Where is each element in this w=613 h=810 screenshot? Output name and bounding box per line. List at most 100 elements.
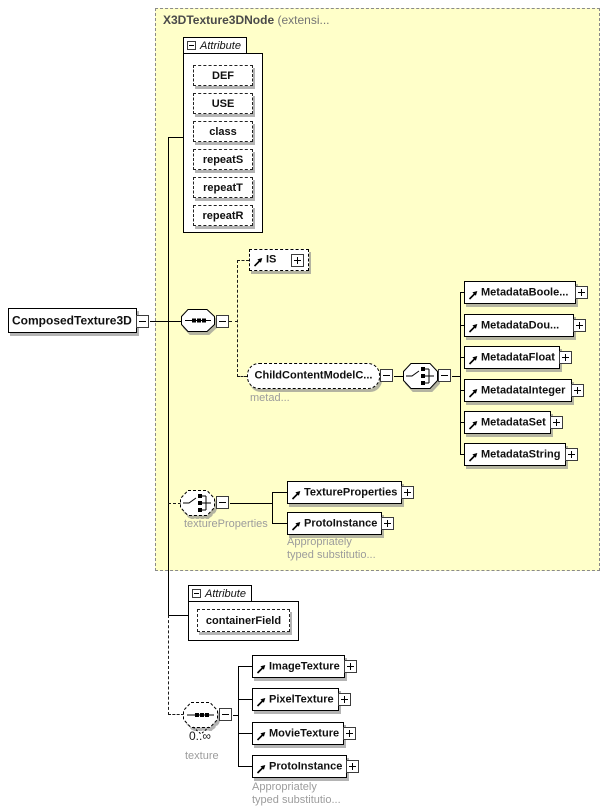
collapse-icon[interactable] [187, 41, 196, 50]
attribute-item-use[interactable]: USE [193, 93, 253, 114]
expand-button[interactable] [343, 727, 357, 740]
expand-button[interactable] [343, 660, 357, 673]
element-node-textureproperties[interactable]: TextureProperties [287, 481, 415, 504]
collapse-button[interactable] [219, 708, 232, 721]
element-box[interactable]: ComposedTexture3D [8, 308, 137, 333]
connector [168, 137, 184, 138]
expand-button[interactable] [571, 384, 584, 397]
connector [238, 666, 239, 766]
annotation-substitution: Appropriately typed substitutio... [287, 536, 376, 562]
expand-button[interactable] [401, 486, 415, 499]
element-node-metadataset[interactable]: MetadataSet [464, 411, 563, 434]
connector [460, 454, 465, 455]
annotation-texture: texture [185, 750, 219, 762]
ne-arrow-icon [256, 664, 266, 674]
expand-button[interactable] [573, 319, 586, 332]
collapse-button[interactable] [380, 369, 393, 382]
element-node-movietexture[interactable]: MovieTexture [252, 722, 357, 745]
collapse-button[interactable] [216, 315, 229, 328]
element-node-metadatainteger[interactable]: MetadataInteger [464, 379, 584, 402]
ne-arrow-icon [291, 521, 301, 531]
expand-button[interactable] [575, 286, 588, 299]
expand-button[interactable] [291, 253, 304, 267]
annotation-line: Appropriately [252, 781, 317, 793]
element-label: PixelTexture [269, 693, 334, 705]
attribute-group-label: Attribute [205, 587, 246, 600]
element-box[interactable]: IS [249, 249, 309, 271]
element-box[interactable]: MetadataInteger [464, 379, 572, 402]
element-box[interactable]: MetadataFloat [464, 346, 560, 369]
element-label: IS [266, 253, 277, 266]
element-node-is[interactable]: IS [249, 249, 309, 271]
element-label: ProtoInstance [304, 517, 378, 529]
connector [452, 376, 460, 377]
element-box[interactable]: MetadataString [464, 443, 566, 466]
attribute-label: repeatR [202, 209, 244, 222]
connector [460, 357, 465, 358]
ne-arrow-icon [468, 420, 478, 430]
attribute-group-label: Attribute [200, 39, 241, 52]
expand-button[interactable] [381, 517, 395, 530]
attribute-item-class[interactable]: class [193, 121, 253, 142]
element-label: ProtoInstance [269, 760, 343, 772]
collapse-button[interactable] [136, 315, 149, 328]
element-box[interactable]: TextureProperties [287, 481, 403, 504]
attribute-label: repeatT [203, 181, 243, 194]
element-box[interactable]: MetadataBoole... [464, 281, 576, 304]
collapse-icon[interactable] [192, 589, 201, 598]
attribute-group-tab[interactable]: Attribute [188, 585, 252, 602]
element-node-metadatadouble[interactable]: MetadataDou... [464, 314, 586, 337]
attribute-item-containerfield[interactable]: containerField [197, 609, 290, 632]
element-box[interactable]: ProtoInstance [252, 755, 348, 778]
element-label: MetadataFloat [481, 351, 555, 363]
element-label: MetadataSet [481, 416, 546, 428]
element-box[interactable]: MovieTexture [252, 722, 345, 745]
collapse-button[interactable] [216, 496, 229, 509]
expand-button[interactable] [346, 760, 360, 773]
element-label: ImageTexture [269, 660, 340, 672]
element-node-metadatastring[interactable]: MetadataString [464, 443, 578, 466]
sequence-icon[interactable] [181, 309, 215, 332]
element-box[interactable]: MetadataSet [464, 411, 551, 434]
element-node-metadatafloat[interactable]: MetadataFloat [464, 346, 572, 369]
sequence-icon[interactable] [183, 702, 218, 728]
ne-arrow-icon [468, 452, 478, 462]
choice-icon[interactable] [180, 490, 215, 516]
connector [460, 325, 465, 326]
expand-button[interactable] [549, 416, 563, 429]
element-node-composedtexture3d[interactable]: ComposedTexture3D [8, 308, 137, 333]
attribute-label: USE [211, 97, 235, 110]
connector [272, 492, 287, 493]
element-node-pixeltexture[interactable]: PixelTexture [252, 688, 351, 711]
connector [168, 615, 189, 616]
group-box[interactable]: ChildContentModelC... [247, 363, 380, 389]
attribute-item-repeatr[interactable]: repeatR [193, 205, 253, 226]
element-box[interactable]: ProtoInstance [287, 512, 383, 535]
attribute-item-def[interactable]: DEF [193, 65, 253, 86]
collapse-button[interactable] [438, 369, 451, 382]
attribute-item-repeatt[interactable]: repeatT [193, 177, 253, 198]
ne-arrow-icon [468, 355, 478, 365]
annotation-metadata: metad... [250, 392, 290, 404]
element-box[interactable]: ImageTexture [252, 655, 345, 678]
connector [237, 260, 238, 377]
expand-button[interactable] [565, 448, 578, 461]
attribute-label: repeatS [202, 153, 244, 166]
connector [150, 321, 182, 322]
extension-suffix: (extensi... [274, 13, 330, 27]
expand-button[interactable] [559, 351, 572, 364]
element-box[interactable]: PixelTexture [252, 688, 339, 711]
element-label: MetadataDou... [481, 319, 560, 331]
element-node-metadataboolean[interactable]: MetadataBoole... [464, 281, 588, 304]
element-node-imagetexture[interactable]: ImageTexture [252, 655, 357, 678]
element-node-childcontentmodel[interactable]: ChildContentModelC... [247, 363, 380, 389]
element-node-protoinstance[interactable]: ProtoInstance [287, 512, 395, 535]
connector [168, 615, 169, 715]
choice-icon[interactable] [403, 363, 438, 389]
expand-button[interactable] [337, 693, 351, 706]
element-box[interactable]: MetadataDou... [464, 314, 574, 337]
attribute-group-tab[interactable]: Attribute [183, 37, 247, 54]
element-node-protoinstance-bottom[interactable]: ProtoInstance [252, 755, 360, 778]
attribute-item-repeats[interactable]: repeatS [193, 149, 253, 170]
